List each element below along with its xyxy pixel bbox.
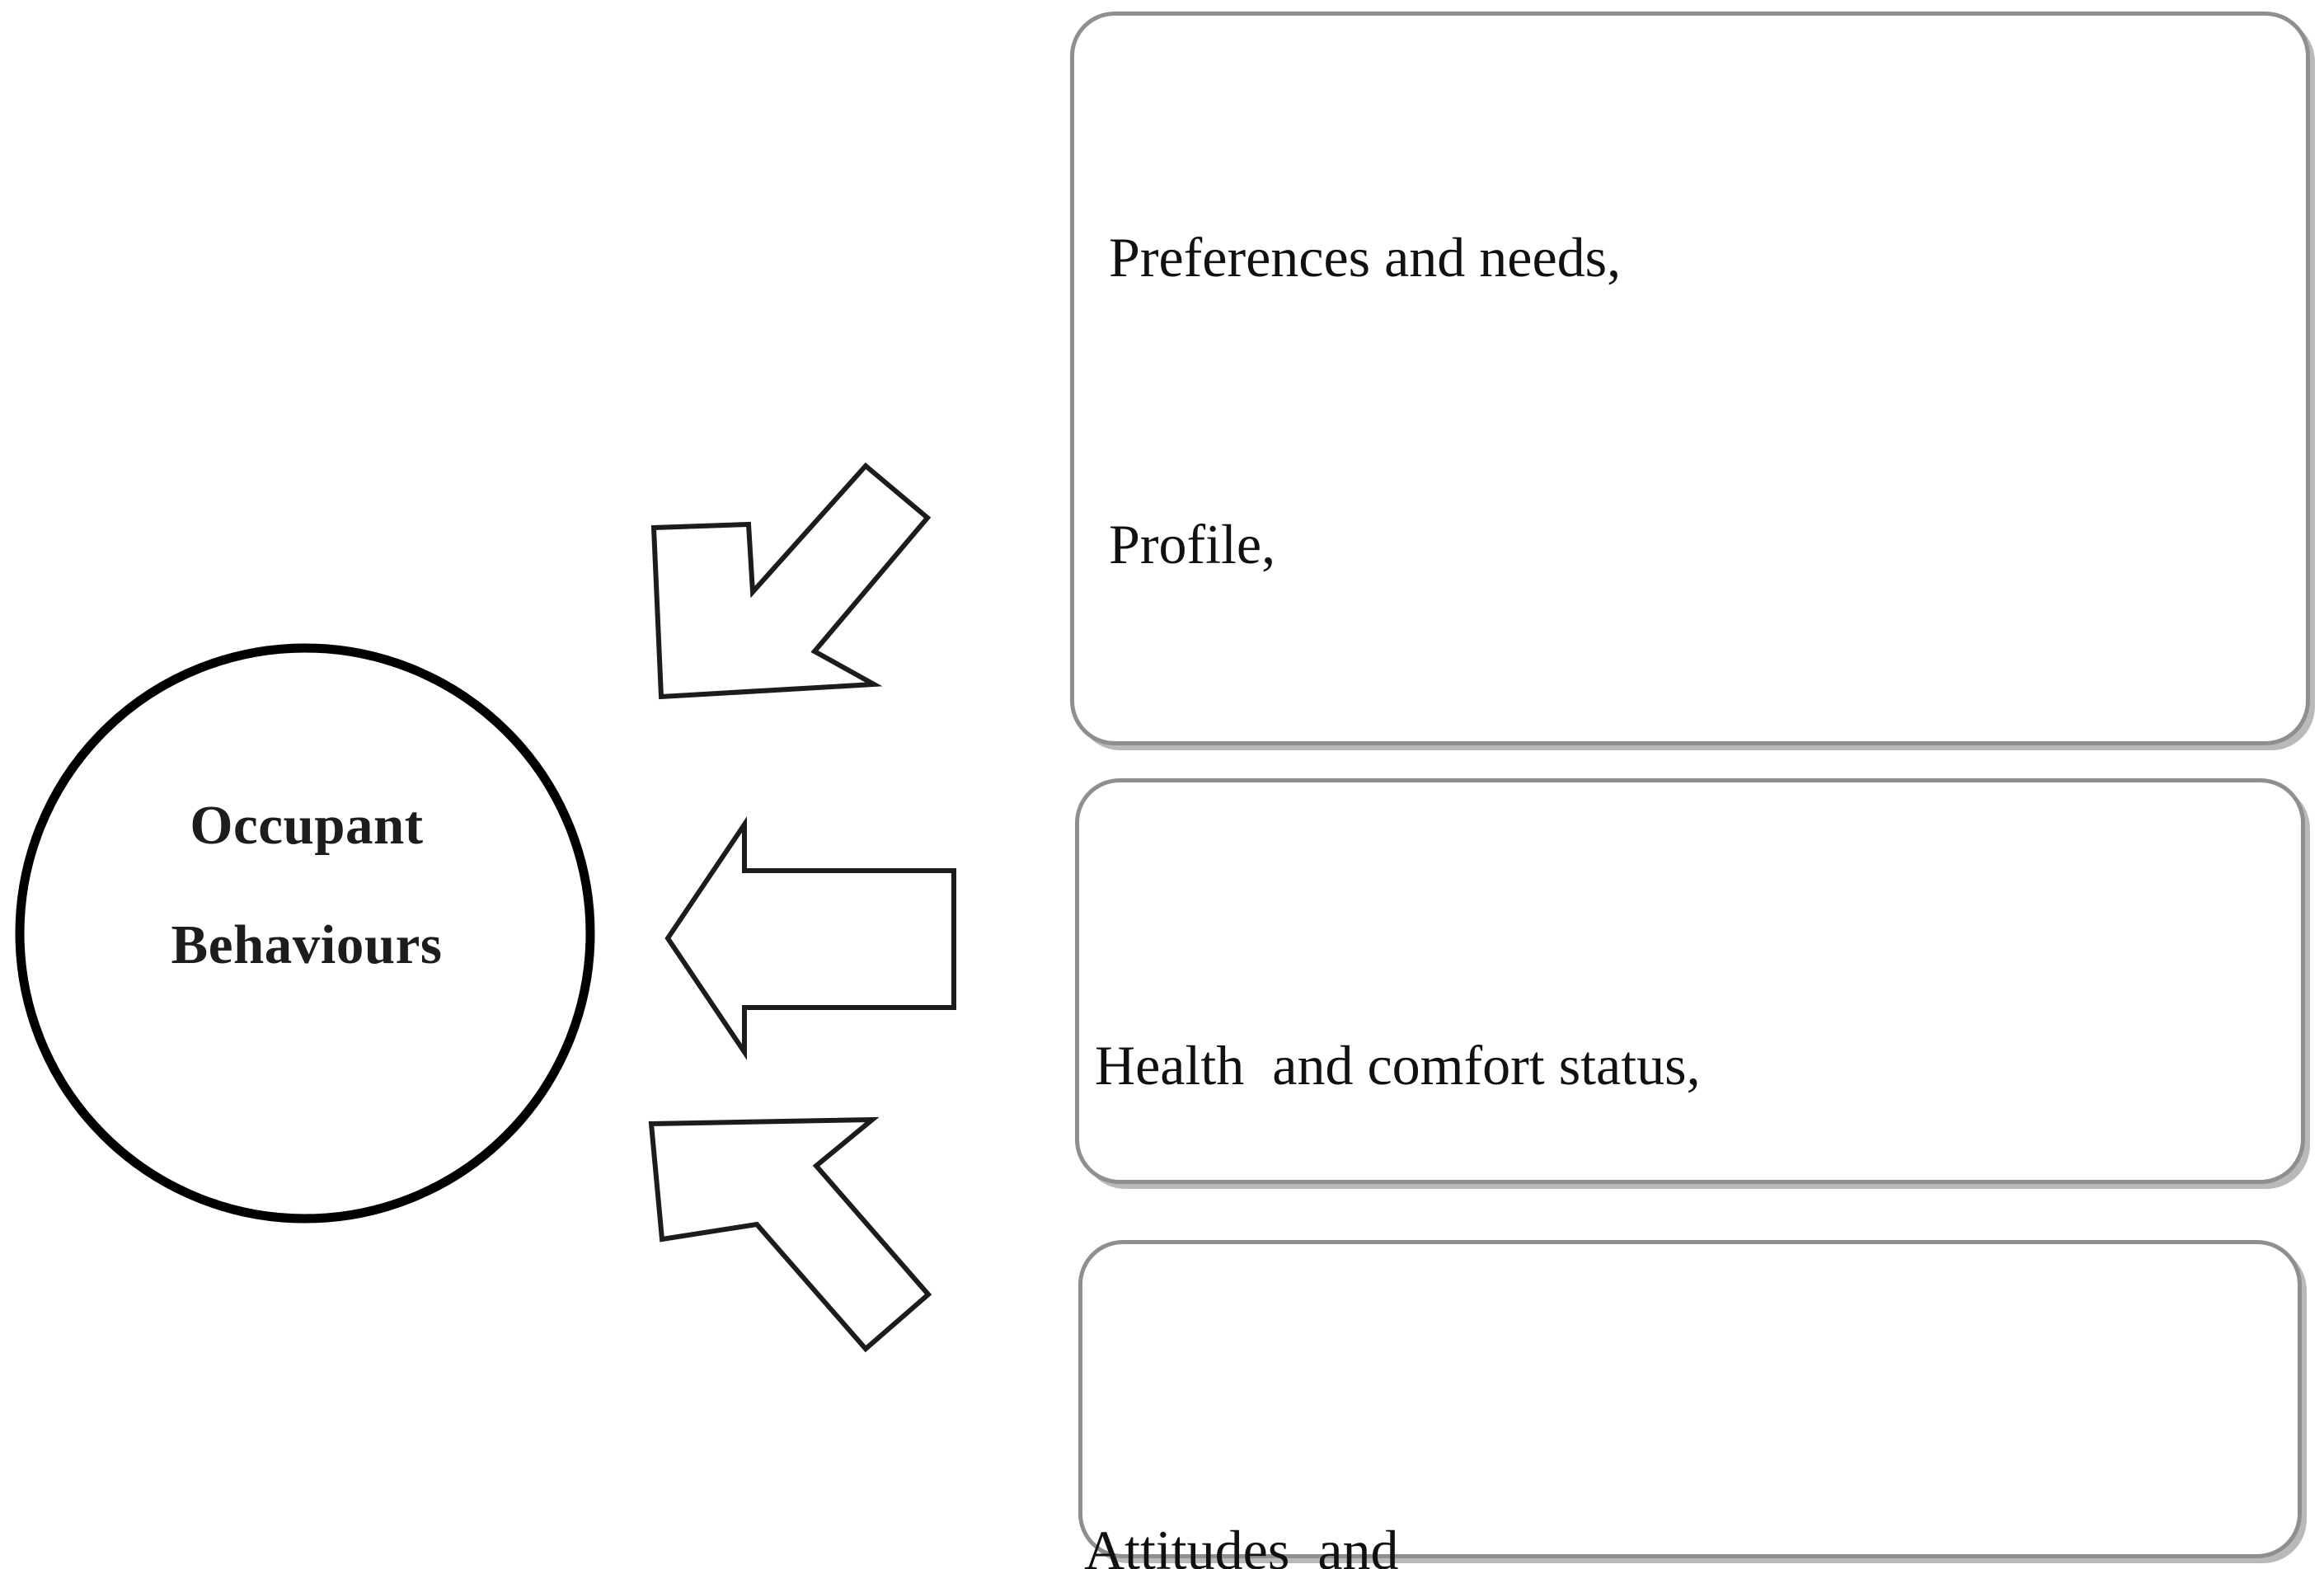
arrow-middle-icon bbox=[664, 816, 956, 1060]
box-line: Health and comfort status, bbox=[1095, 1034, 1701, 1097]
factor-box-status bbox=[1075, 778, 2305, 1184]
occupant-behaviours-circle bbox=[15, 643, 595, 1224]
arrow-top-icon bbox=[650, 462, 932, 700]
circle-label-line-1: Occupant bbox=[190, 795, 424, 856]
arrow-bottom-icon bbox=[648, 1116, 932, 1353]
box-line: Attitudes and bbox=[1084, 1519, 1399, 1569]
box-line: Profile, bbox=[1109, 513, 1276, 575]
factor-box-attitudes bbox=[1078, 1240, 2302, 1558]
factor-box-preferences bbox=[1070, 12, 2310, 745]
factor-box-attitudes-text: Attitudes and Awareness towards energy bbox=[1084, 1311, 1696, 1569]
box-line: Preferences and needs, bbox=[1109, 226, 1622, 289]
circle-label-line-2: Behaviours bbox=[171, 914, 443, 975]
